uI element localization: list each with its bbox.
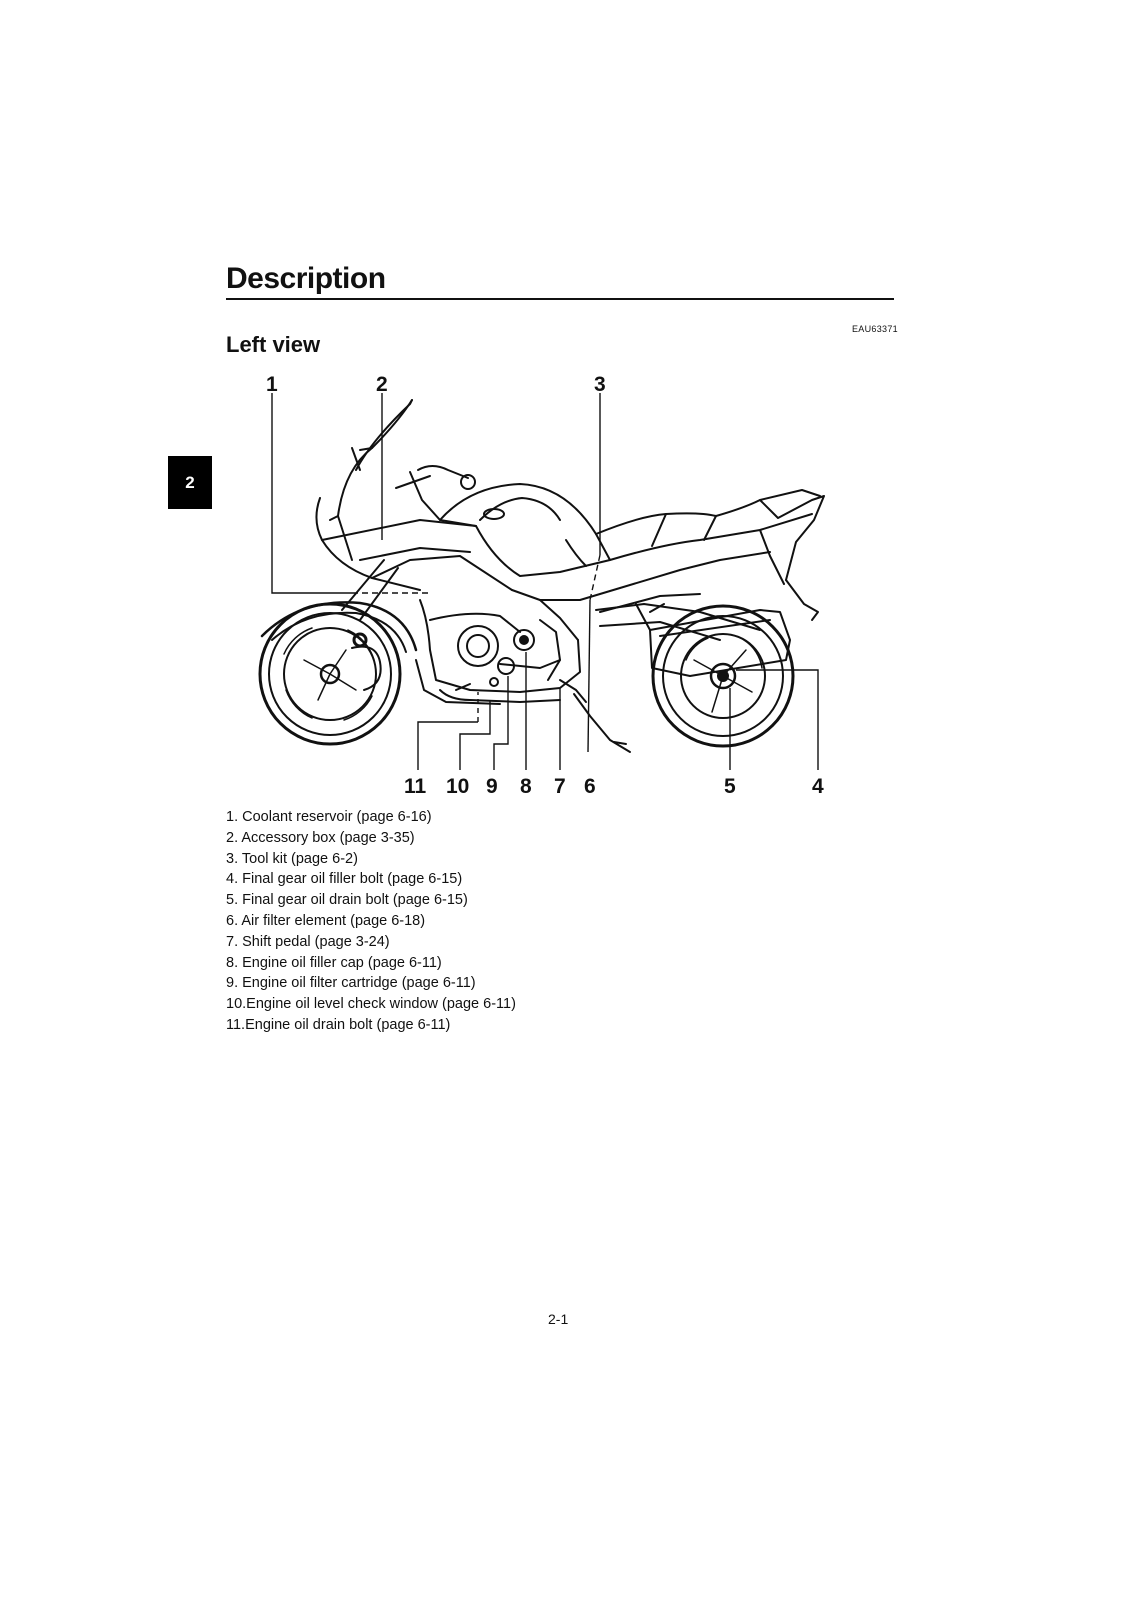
title-rule [226,298,894,300]
list-item: 3. Tool kit (page 6-2) [226,849,516,870]
page-number: 2-1 [548,1311,569,1327]
list-item-text: Engine oil filler cap (page 6-11) [242,954,442,971]
callout-5: 5 [724,775,736,798]
callout-10: 10 [446,775,469,798]
list-item-number: 4. [226,871,239,888]
motorcycle-drawing [258,399,825,753]
callout-6: 6 [584,775,596,798]
list-item-text: Engine oil filter cartridge (page 6-11) [242,975,476,992]
document-code: EAU63371 [852,324,898,334]
list-item: 7. Shift pedal (page 3-24) [226,932,516,953]
callout-leader-lines [271,393,819,770]
list-item-number: 7. [226,933,239,950]
list-item-text: Final gear oil drain bolt (page 6-15) [242,892,468,909]
list-item-number: 5. [226,892,239,909]
list-item: 8. Engine oil filler cap (page 6-11) [226,953,516,974]
list-item: 4. Final gear oil filler bolt (page 6-15… [226,869,516,890]
list-item-number: 3. [226,850,239,867]
list-item-number: 8. [226,954,239,971]
list-item-text: Engine oil drain bolt (page 6-11) [245,1016,451,1033]
list-item-text: Engine oil level check window (page 6-11… [246,996,516,1013]
list-item: 9. Engine oil filter cartridge (page 6-1… [226,973,516,994]
callout-1: 1 [266,373,278,396]
list-item: 2. Accessory box (page 3-35) [226,828,516,849]
callout-9: 9 [486,775,498,798]
chapter-tab[interactable]: 2 [168,456,212,509]
list-item-number: 1. [226,809,239,825]
list-item: 10.Engine oil level check window (page 6… [226,994,516,1015]
callout-2: 2 [376,373,388,396]
list-item: 1. Coolant reservoir (page 6-16) [226,807,516,828]
callout-11: 11 [404,775,427,798]
list-item-text: Air filter element (page 6-18) [241,912,426,929]
list-item-number: 11. [226,1016,246,1033]
list-item-text: Coolant reservoir (page 6-16) [242,809,432,825]
list-item: 5. Final gear oil drain bolt (page 6-15) [226,890,516,911]
list-item-text: Final gear oil filler bolt (page 6-15) [242,871,463,888]
list-item: 11.Engine oil drain bolt (page 6-11) [226,1015,516,1036]
callout-7: 7 [554,775,566,798]
callout-3: 3 [594,373,606,396]
callout-4: 4 [812,775,824,798]
parts-list: 1. Coolant reservoir (page 6-16) 2. Acce… [226,807,516,1036]
list-item-number: 2. [226,829,239,846]
list-item-number: 10. [226,996,247,1013]
list-item-text: Shift pedal (page 3-24) [242,933,390,950]
list-item: 6. Air filter element (page 6-18) [226,911,516,932]
list-item-number: 6. [226,912,239,929]
list-item-text: Tool kit (page 6-2) [241,850,358,867]
page-title: Description [226,262,386,295]
section-title: Left view [226,332,321,357]
list-item-number: 9. [226,975,239,992]
callout-8: 8 [520,775,532,798]
list-item-text: Accessory box (page 3-35) [241,829,415,846]
